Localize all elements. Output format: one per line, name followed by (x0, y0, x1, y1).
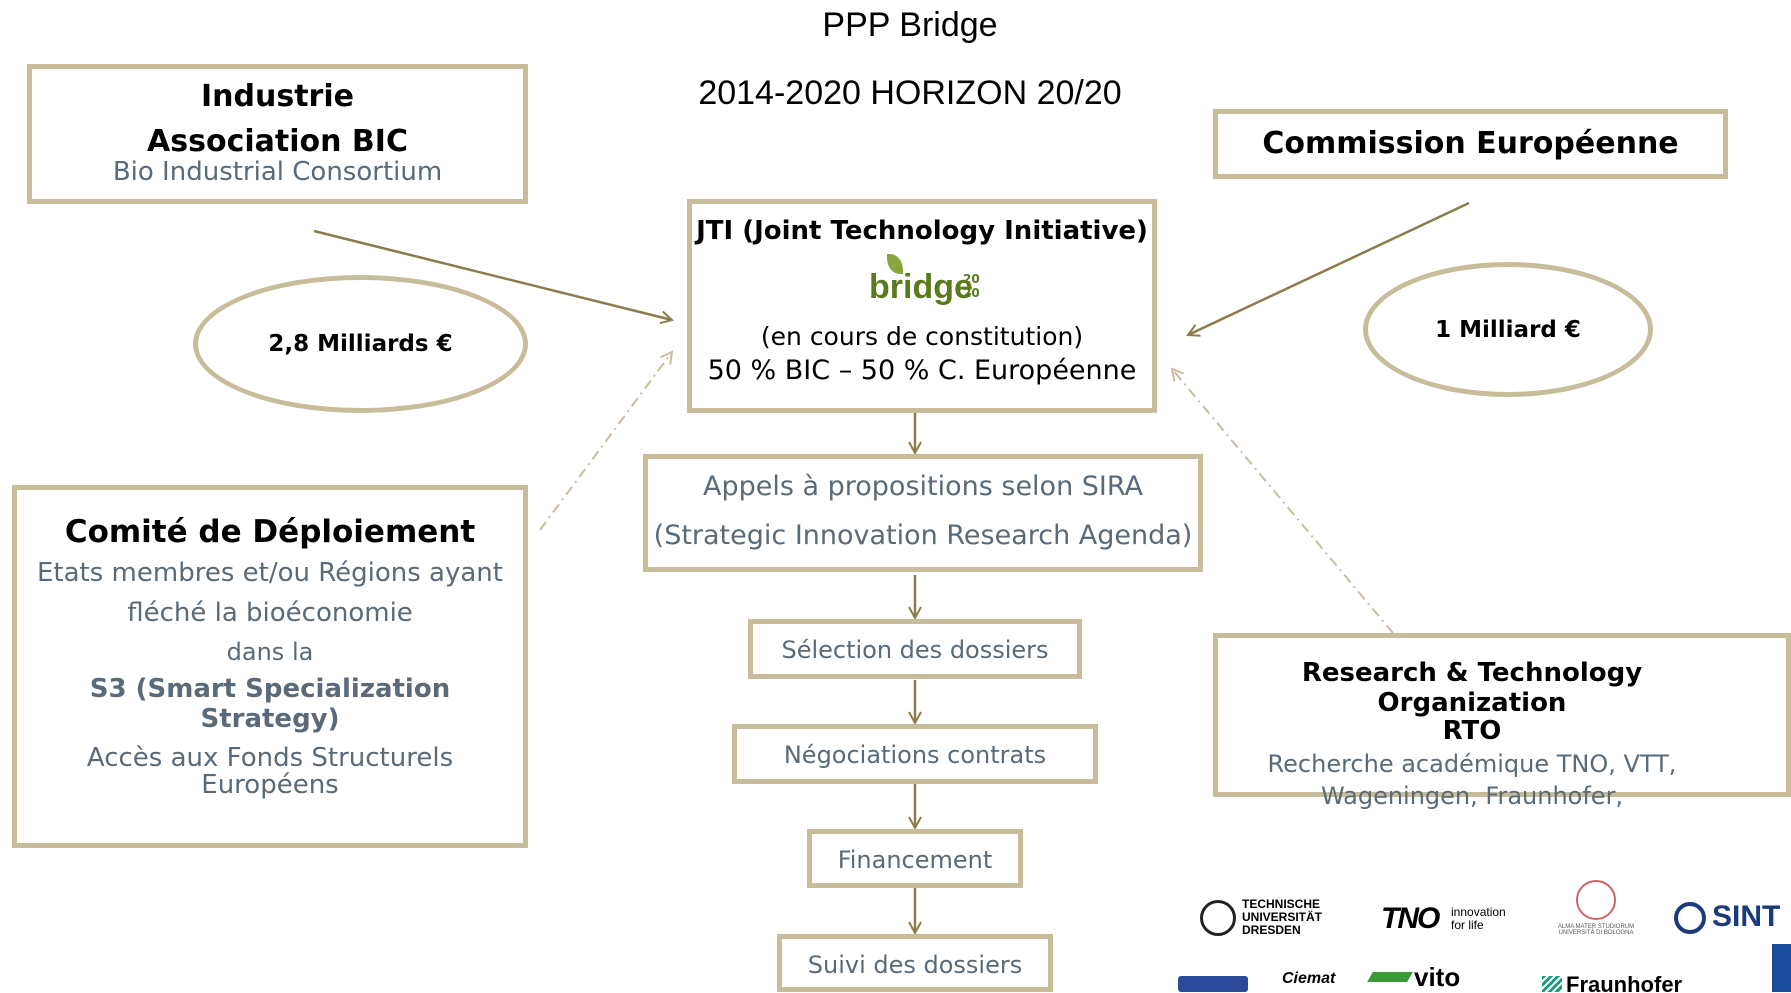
header-subtitle: 2014-2020 HORIZON 20/20 (698, 74, 1122, 112)
jti-status: (en cours de constitution) (760, 322, 1084, 351)
bologna-text: ALMA MATER STUDIORUM UNIVERSITÀ DI BOLOG… (1557, 924, 1635, 936)
funding-commission-ellipse: 1 Milliard € (1363, 262, 1653, 397)
industry-association: Association BIC (147, 124, 408, 159)
leaf-icon (887, 254, 903, 274)
tu-dresden-text: TECHNISCHE UNIVERSITÄT DRESDEN (1242, 897, 1323, 937)
tu-dresden-emblem-icon (1200, 900, 1236, 936)
selection-label: Sélection des dossiers (781, 636, 1049, 664)
bologna-seal-icon (1576, 880, 1616, 920)
calls-sublabel: (Strategic Innovation Research Agenda) (653, 520, 1193, 551)
industry-title: Industrie (201, 79, 354, 114)
rto-title: Research & Technology Organization (1301, 658, 1643, 718)
rto-box: Research & Technology Organization RTO R… (1213, 633, 1791, 810)
tno-logo: TNO innovation for life (1381, 902, 1531, 938)
vito-logo: vito (1367, 962, 1480, 992)
vito-text: vito (1414, 962, 1461, 992)
tno-tagline: innovation for life (1451, 905, 1506, 932)
blue-logo-fragment (1772, 944, 1791, 992)
sintef-text: SINT (1712, 900, 1781, 933)
vito-swoosh-icon (1367, 972, 1413, 982)
rto-line1: Recherche académique TNO, VTT, (1267, 750, 1677, 778)
committee-line2: fléché la bioéconomie (127, 598, 413, 628)
rto-subtitle: RTO (1442, 716, 1502, 746)
committee-s3: S3 (Smart Specialization Strategy) (89, 674, 451, 734)
bridge-logo: bridge 20 20 (847, 252, 997, 320)
negotiation-label: Négociations contrats (783, 741, 1047, 769)
calls-label: Appels à propositions selon SIRA (702, 471, 1144, 502)
tu-dresden-logo: TECHNISCHE UNIVERSITÄT DRESDEN (1200, 898, 1340, 944)
sintef-emblem-icon (1674, 902, 1706, 934)
funding-industry-label: 2,8 Milliards € (268, 331, 453, 357)
committee-box: Comité de Déploiement Etats membres et/o… (12, 485, 528, 848)
funding-commission-label: 1 Milliard € (1435, 316, 1581, 343)
jti-title: JTI (Joint Technology Initiative) (696, 216, 1148, 246)
fraunhofer-stripes-icon (1542, 976, 1562, 992)
fraunhofer-text: Fraunhofer (1566, 974, 1683, 992)
vtt-logo-fragment (1168, 972, 1260, 992)
ciemat-logo: Ciemat (1282, 970, 1336, 987)
followup-label: Suivi des dossiers (807, 951, 1023, 979)
commission-box: Commission Européenne (1213, 109, 1728, 179)
jti-split: 50 % BIC – 50 % C. Européenne (707, 355, 1137, 386)
header-title: PPP Bridge (822, 6, 998, 44)
industry-box: Industrie Association BIC Bio Industrial… (27, 64, 528, 204)
industry-consortium: Bio Industrial Consortium (112, 157, 443, 187)
dashed-arrow-committee-to-jti (539, 352, 672, 531)
jti-box: JTI (Joint Technology Initiative) bridge… (687, 199, 1157, 413)
sintef-logo: SINT (1674, 898, 1791, 938)
commission-title: Commission Européenne (1262, 126, 1679, 161)
bridge-logo-text: bridge (869, 268, 973, 306)
bologna-logo: ALMA MATER STUDIORUM UNIVERSITÀ DI BOLOG… (1546, 880, 1646, 946)
fraunhofer-logo: Fraunhofer (1542, 974, 1702, 992)
rto-line2: Wageningen, Fraunhofer, (1320, 782, 1624, 810)
bridge-logo-subscript: 20 (963, 286, 980, 300)
negotiation-box: Négociations contrats (732, 724, 1098, 784)
dashed-arrow-rto-to-jti (1172, 369, 1394, 634)
committee-line5: Européens (201, 770, 339, 800)
tno-text: TNO (1381, 902, 1440, 935)
arrow-industry-to-jti (313, 229, 672, 320)
calls-box: Appels à propositions selon SIRA (Strate… (643, 454, 1203, 572)
committee-line3: dans la (226, 638, 314, 666)
financing-label: Financement (837, 846, 993, 874)
selection-box: Sélection des dossiers (748, 619, 1082, 679)
followup-box: Suivi des dossiers (777, 934, 1053, 992)
bridge-logo-superscript: 20 (963, 272, 980, 286)
committee-line4: Accès aux Fonds Structurels (86, 743, 454, 773)
committee-line1: Etats membres et/ou Régions ayant (37, 558, 503, 588)
funding-industry-ellipse: 2,8 Milliards € (193, 275, 528, 413)
financing-box: Financement (807, 829, 1023, 888)
committee-title: Comité de Déploiement (64, 514, 476, 550)
arrow-commission-to-jti (1188, 201, 1470, 335)
